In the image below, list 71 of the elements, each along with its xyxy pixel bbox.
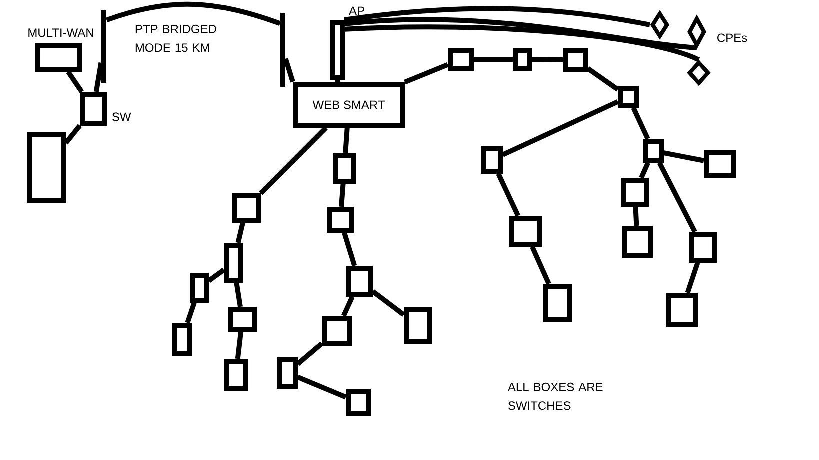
wireless-link-arc — [106, 2, 282, 26]
cable-line — [185, 302, 197, 324]
note-text: ALL BOXES ARE SWITCHES — [508, 382, 603, 410]
cable-line — [639, 162, 650, 180]
cable-line — [259, 126, 328, 196]
switch-box — [322, 316, 352, 346]
cable-line — [530, 246, 552, 286]
switch-box — [232, 193, 261, 223]
link-note: PTP BRIDGED MODE 15 KM — [136, 24, 216, 52]
server-box — [27, 132, 66, 203]
cable-line — [342, 296, 355, 318]
cable-line — [236, 222, 246, 244]
switch-box — [622, 226, 653, 258]
cable-line — [404, 62, 449, 85]
cable-line — [685, 262, 700, 294]
switch-box — [228, 307, 257, 332]
switch-box: WEB SMART — [293, 82, 405, 128]
cable-line — [208, 268, 226, 284]
switch-box — [190, 273, 209, 303]
cable-line — [633, 206, 640, 226]
switch-box — [346, 266, 373, 297]
switch-box — [346, 389, 371, 416]
cable-line — [235, 332, 244, 360]
cable-line — [657, 162, 698, 234]
cable-line — [94, 62, 104, 92]
cable-line — [297, 375, 347, 400]
switch-box — [509, 216, 542, 247]
wireless-link-curve — [344, 24, 700, 62]
switch-box — [621, 178, 649, 207]
switch-box — [481, 146, 503, 174]
cable-line — [586, 66, 620, 92]
switch-box — [513, 48, 532, 71]
cable-line — [283, 58, 296, 83]
node-label: AP — [349, 6, 364, 16]
cable-line — [296, 342, 324, 366]
node-label: MULTI-WAN — [28, 28, 94, 38]
antenna-pole — [280, 13, 286, 87]
cable-line — [64, 124, 82, 145]
cable-line — [502, 100, 620, 158]
switch-box — [618, 86, 639, 108]
switch-box — [666, 293, 698, 327]
cable-line — [532, 57, 564, 62]
cable-line — [335, 80, 340, 82]
cable-line — [234, 282, 243, 308]
switch-box — [563, 48, 588, 72]
cable-line — [631, 106, 650, 140]
cable-line — [66, 70, 84, 94]
cable-line — [339, 184, 346, 208]
cable-line — [496, 172, 520, 218]
switch-box — [448, 48, 474, 71]
switch-box — [543, 284, 572, 322]
cable-line — [342, 232, 358, 267]
switch-box — [643, 139, 664, 163]
wireless-link-curve — [344, 17, 698, 50]
switch-box — [404, 307, 432, 344]
antenna-pole — [102, 10, 106, 83]
switch-box — [333, 153, 356, 184]
node-label: SW — [112, 112, 132, 122]
group-label: CPEs — [718, 34, 748, 42]
switch-box — [704, 150, 736, 178]
switch-box — [277, 357, 298, 389]
cable-line — [664, 150, 704, 164]
switch-box — [327, 207, 354, 233]
cable-line — [343, 128, 350, 154]
cable-line — [372, 290, 406, 317]
cable-line — [474, 57, 513, 62]
switch-box — [224, 359, 248, 391]
wireless-link-curve — [344, 6, 650, 28]
switch-box — [224, 243, 243, 283]
switch-box — [689, 232, 717, 263]
switch-box — [172, 323, 192, 356]
